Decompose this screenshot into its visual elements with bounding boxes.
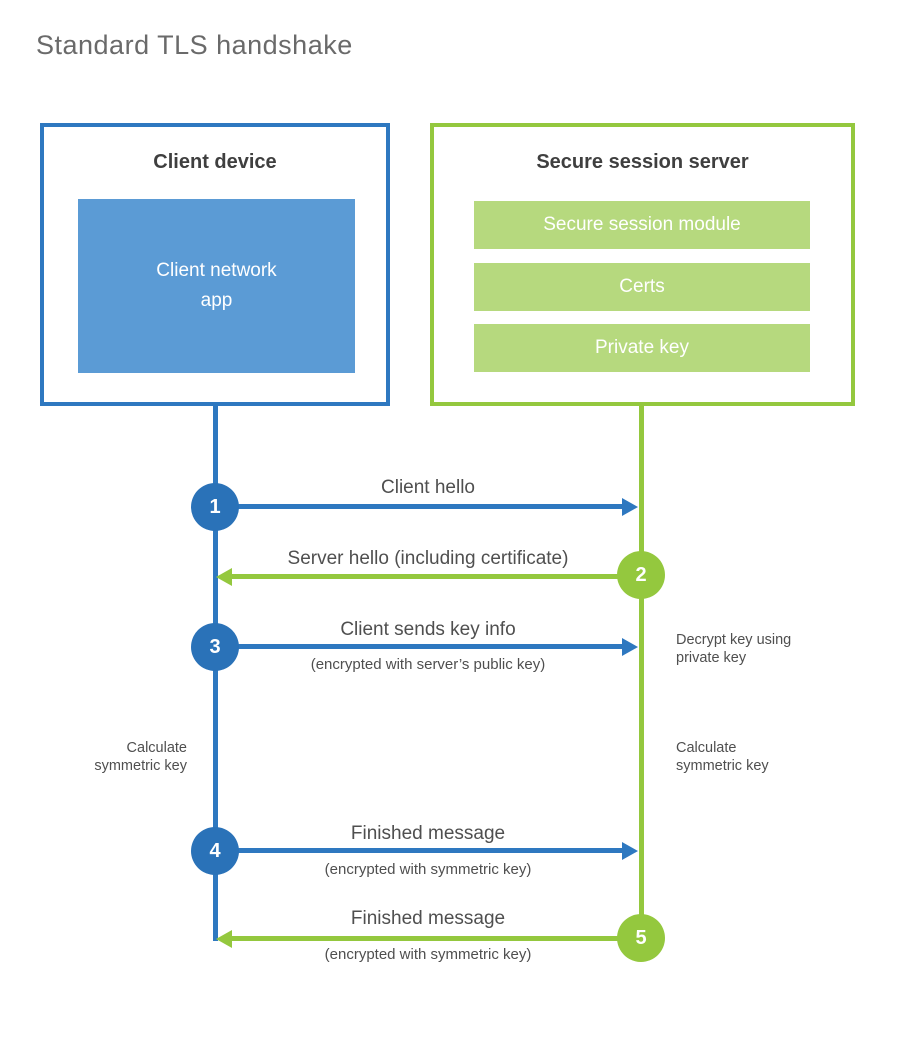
- arrow-server-hello: [216, 567, 619, 586]
- arrow-finished-client: [237, 841, 638, 860]
- note-decrypt-key: Decrypt key using private key: [676, 632, 792, 666]
- step-circle-1: 1: [191, 483, 239, 531]
- message-label-finished-client: Finished message: [350, 823, 506, 844]
- note-calculate-symmetric-key-server: Calculate symmetric key: [676, 740, 769, 774]
- message-sub-finished-server: (encrypted with symmetric key): [324, 946, 532, 963]
- step-circle-2: 2: [617, 551, 665, 599]
- server-module-certs: Certs: [474, 263, 810, 311]
- step-circle-4: 4: [191, 827, 239, 875]
- message-sub-key-info: (encrypted with server’s public key): [310, 656, 546, 673]
- server-module-secure-session: Secure session module: [474, 201, 810, 249]
- note-calculate-symmetric-key-client: Calculate symmetric key: [94, 740, 187, 774]
- server-module-private-key: Private key: [474, 324, 810, 372]
- page-title: Standard TLS handshake: [36, 30, 353, 60]
- client-network-app-block: Client network app: [78, 199, 355, 373]
- arrow-finished-server: [216, 929, 619, 948]
- client-lifeline: [213, 405, 218, 941]
- server-box: Secure session server Secure session mod…: [430, 123, 855, 406]
- arrow-key-info: [237, 637, 638, 656]
- client-device-box: Client device Client network app: [40, 123, 390, 406]
- message-label-key-info: Client sends key info: [340, 619, 516, 640]
- message-label-server-hello: Server hello (including certificate): [287, 548, 569, 569]
- message-sub-finished-client: (encrypted with symmetric key): [324, 861, 532, 878]
- server-lifeline: [639, 405, 644, 938]
- step-circle-3: 3: [191, 623, 239, 671]
- server-title: Secure session server: [536, 151, 749, 173]
- step-circle-5: 5: [617, 914, 665, 962]
- arrow-client-hello: [237, 497, 638, 516]
- client-device-title: Client device: [153, 151, 277, 173]
- message-label-client-hello: Client hello: [381, 477, 475, 498]
- message-label-finished-server: Finished message: [350, 908, 506, 929]
